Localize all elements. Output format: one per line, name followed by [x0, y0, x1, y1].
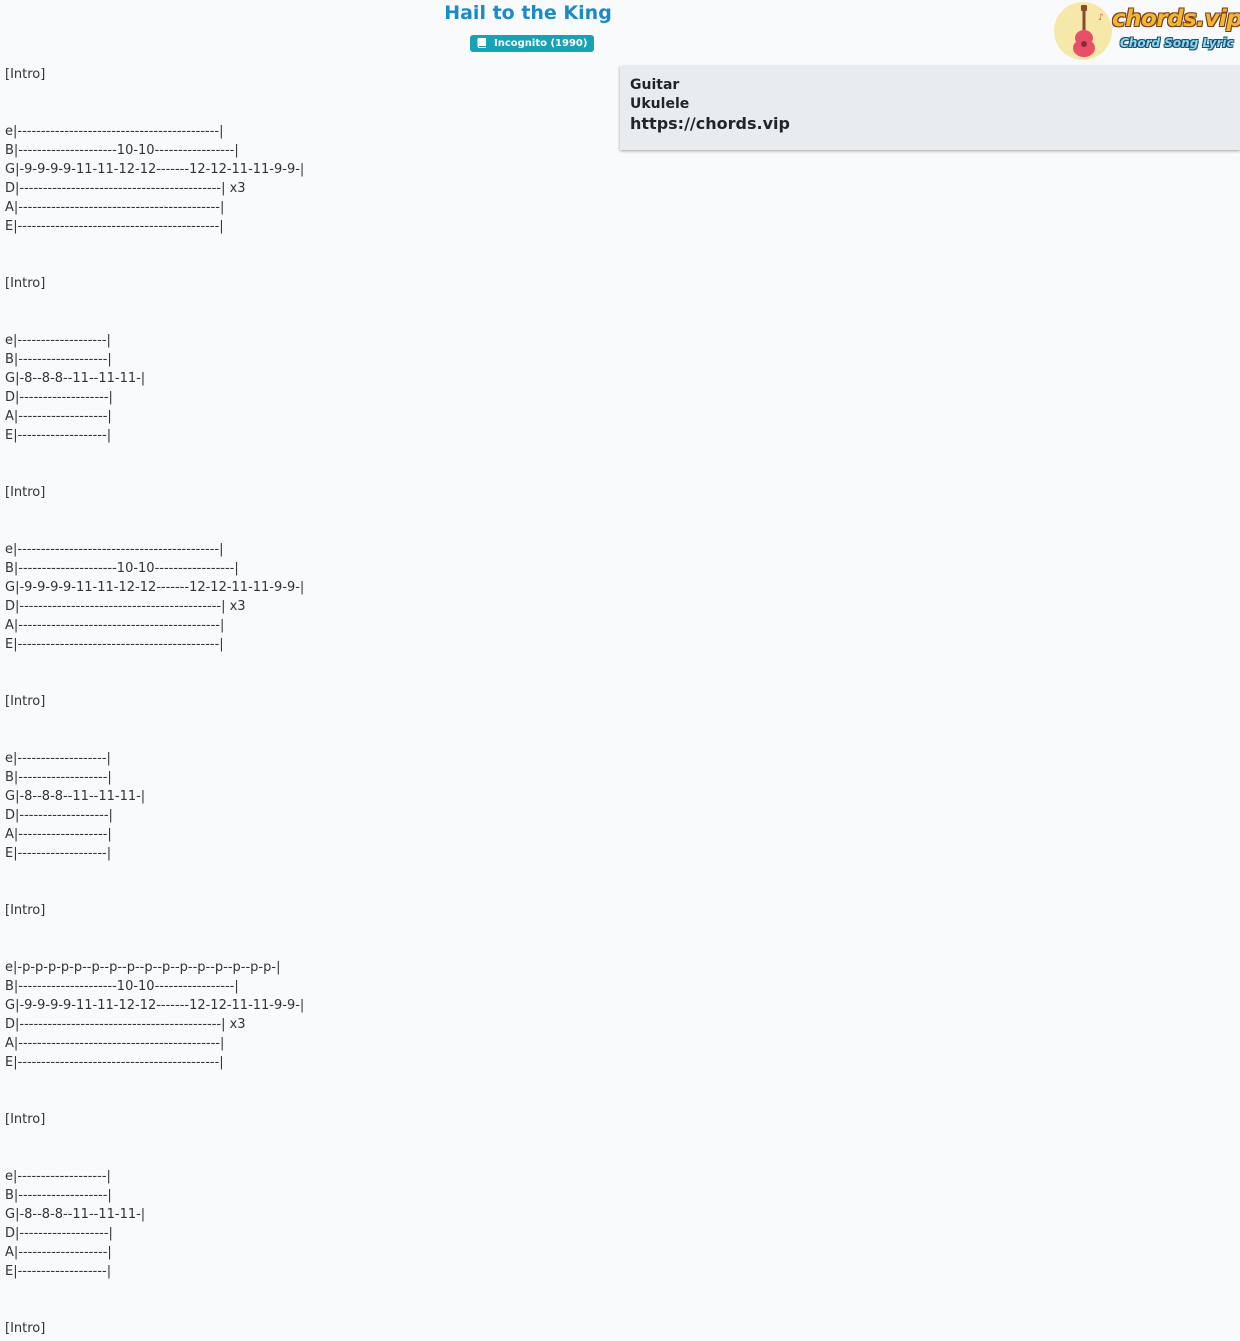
song-header: Hail to the King Incognito (1990) — [0, 0, 1056, 60]
instrument-panel: Guitar Ukulele https://chords.vip — [620, 66, 1240, 150]
song-title[interactable]: Hail to the King — [444, 2, 612, 24]
book-icon — [475, 35, 489, 52]
album-badge[interactable]: Incognito (1990) — [470, 35, 595, 52]
logo-tagline: Chord Song Lyric — [1120, 36, 1234, 50]
tab-content: [Intro] e|------------------------------… — [5, 67, 305, 1336]
site-url-link[interactable]: https://chords.vip — [630, 114, 790, 133]
logo-name: chords.vip — [1112, 6, 1240, 32]
ukulele-logo-icon: ♪ — [1054, 2, 1112, 60]
album-label: Incognito (1990) — [494, 38, 588, 49]
guitar-link[interactable]: Guitar — [630, 77, 680, 93]
svg-text:♪: ♪ — [1098, 13, 1104, 23]
ukulele-link[interactable]: Ukulele — [630, 96, 690, 112]
site-logo[interactable]: ♪ chords.vip Chord Song Lyric — [1054, 2, 1240, 62]
